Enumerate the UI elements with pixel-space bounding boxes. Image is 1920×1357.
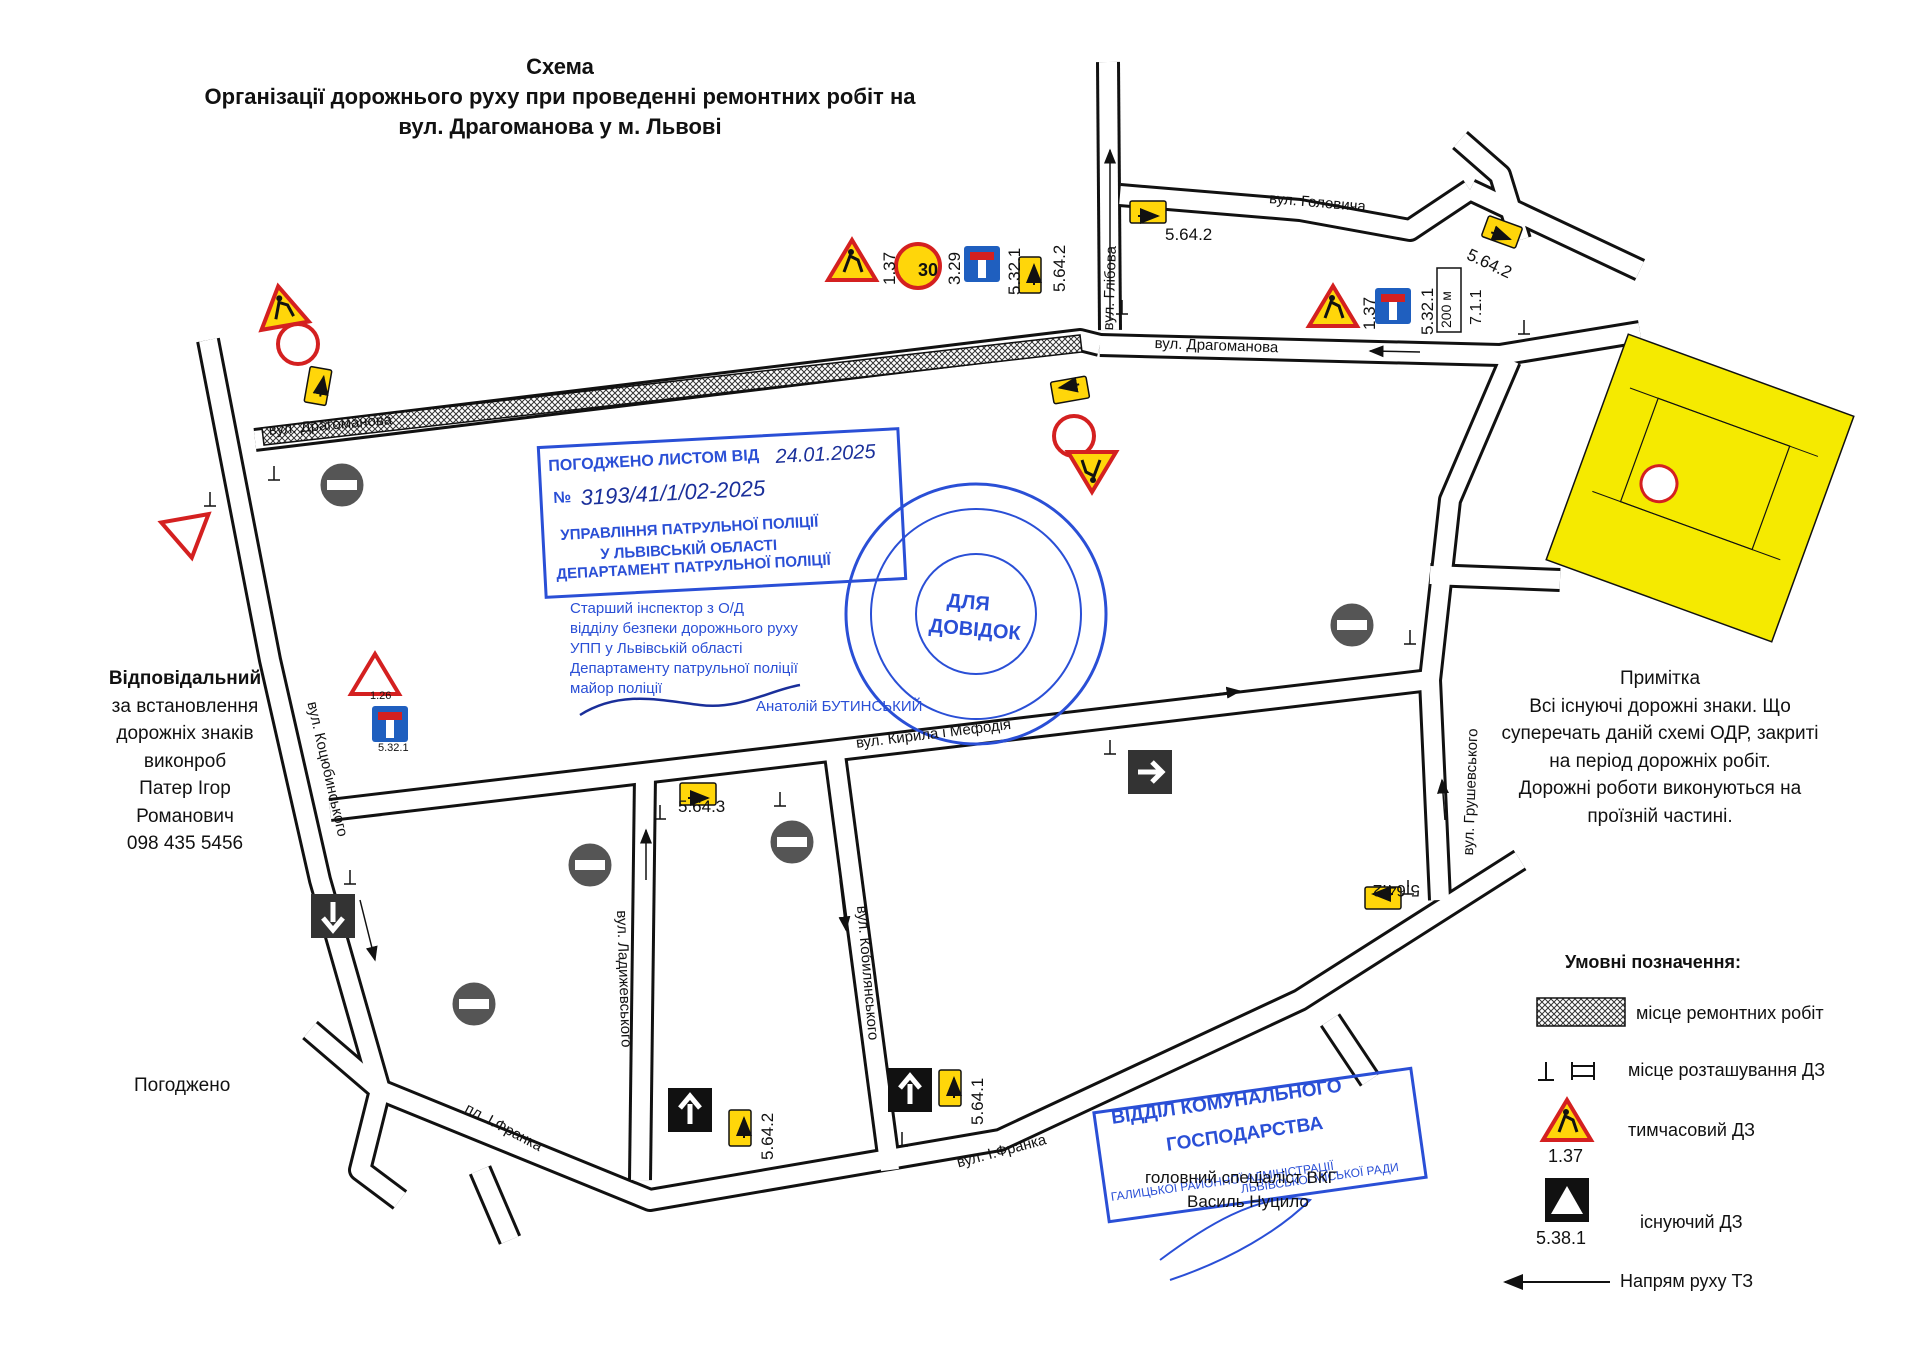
- police-stamp: [536, 427, 1108, 746]
- direction-sign-5-5-c: [888, 1068, 932, 1112]
- signature-communal: [1159, 1197, 1313, 1281]
- stamp-number-prefix: №: [553, 489, 572, 507]
- communal-signer-name: Василь Нуцило: [1187, 1192, 1309, 1211]
- legend-existing-sign-code: 5.38.1: [1536, 1228, 1587, 1248]
- inspector-line-1: Старший інспектор з О/Д: [570, 600, 745, 617]
- speed-limit-sign: [894, 242, 942, 290]
- temp-sign-137-mid: [1066, 450, 1118, 494]
- sign-code-126: 1.26: [370, 690, 392, 702]
- sign-code-5642-hlibova: 5.64.2: [1165, 225, 1213, 244]
- no-entry-sign-5: [449, 979, 499, 1029]
- note-line: Дорожні роботи виконуються на: [1518, 778, 1802, 799]
- no-entry-sign-3: [565, 840, 615, 890]
- inspector-line-3: УПП у Львівській області: [570, 640, 743, 657]
- note-heading: Примітка: [1619, 668, 1701, 689]
- direction-sign-5-5-b: [668, 1088, 712, 1132]
- responsible-line: виконроб: [143, 750, 227, 772]
- sign-code-5321-east: 5.32.1: [1418, 287, 1437, 335]
- obizd-sign-mid: [1050, 376, 1089, 404]
- detour-panel: [1545, 333, 1855, 643]
- sign-code-329: 3.29: [945, 251, 964, 285]
- round-stamp-center-1: ДЛЯ: [946, 590, 991, 616]
- note-block: Примітка Всі існуючі дорожні знаки. Що с…: [1500, 665, 1820, 830]
- legend-temp-sign-code: 1.37: [1548, 1146, 1584, 1166]
- responsible-line: за встановлення: [111, 695, 259, 717]
- obizd-sign-west: [304, 366, 332, 405]
- legend-existing-sign-label: існуючий ДЗ: [1640, 1212, 1743, 1232]
- no-entry-sign-4: [767, 817, 817, 867]
- sign-code-5642-franka: 5.64.2: [758, 1112, 777, 1160]
- obizd-sign-franka-2: [939, 1070, 961, 1106]
- speed-limit-value: 30: [918, 260, 939, 280]
- no-entry-sign-1: [317, 460, 367, 510]
- inspector-line-2: відділу безпеки дорожнього руху: [570, 620, 798, 637]
- sign-code-5641: 5.64.1: [968, 1077, 987, 1125]
- legend-sign-place-label: місце розташування ДЗ: [1628, 1060, 1826, 1080]
- legend-title: Умовні позначення:: [1565, 952, 1742, 972]
- note-line: на період дорожніх робіт.: [1549, 750, 1771, 772]
- repair-zone: [261, 334, 1083, 446]
- sign-code-5642-center: 5.64.2: [1050, 244, 1069, 292]
- responsible-line: дорожніх знаків: [116, 723, 254, 744]
- title-line-2: Організації дорожнього руху при проведен…: [204, 84, 916, 109]
- sign-code-5321-center: 5.32.1: [1005, 247, 1024, 295]
- distance-plate: [1436, 267, 1462, 333]
- direction-sign-5-5-a: [311, 894, 355, 938]
- note-line: Всі існуючі дорожні знаки. Що: [1529, 695, 1791, 717]
- distance-plate-text: 200 м: [1438, 291, 1454, 328]
- inspector-line-4: Департаменту патрульної поліції: [570, 660, 798, 677]
- communal-signer-title: головний спеціаліст ВКГ: [1145, 1168, 1337, 1187]
- sign-code-137-east: 1.37: [1360, 296, 1379, 330]
- sign-code-711: 7.1.1: [1468, 289, 1485, 325]
- agreed-label: Погоджено: [134, 1075, 231, 1096]
- sign-code-5321-west: 5.32.1: [378, 742, 409, 754]
- signature-police: [579, 683, 801, 717]
- dead-end-sign-east: [1375, 288, 1411, 324]
- responsible-phone: 098 435 5456: [126, 833, 244, 854]
- direction-sign-5-3: [1128, 750, 1172, 794]
- legend-repair-label: місце ремонтних робіт: [1636, 1003, 1824, 1023]
- prohibit-sign-west: [276, 322, 320, 366]
- responsible-heading: Відповідальний: [108, 668, 262, 689]
- no-entry-sign-2: [1327, 600, 1377, 650]
- inspector-name: Анатолій БУТИНСЬКИЙ: [756, 698, 923, 715]
- responsible-block: Відповідальний за встановлення дорожніх …: [70, 665, 300, 858]
- inspector-line-5: майор поліції: [570, 680, 663, 697]
- legend-direction-label: Напрям руху ТЗ: [1620, 1271, 1754, 1291]
- responsible-line: Патер Ігор: [139, 778, 231, 799]
- legend-temp-sign-icon: [1541, 1098, 1593, 1142]
- warning-126-sign-2: [347, 650, 403, 696]
- dead-end-sign-center: [964, 246, 1000, 282]
- street-label-hlibova: вул. Глібова: [1100, 245, 1120, 331]
- obizd-sign-franka-1: [729, 1110, 751, 1146]
- title-line-1: Схема: [526, 54, 594, 79]
- temp-sign-137-center: [826, 238, 878, 282]
- warning-126-sign-1: [157, 511, 212, 562]
- legend-repair-swatch: [1536, 997, 1626, 1027]
- road-network: [196, 61, 1646, 1245]
- sign-code-137-center: 1.37: [880, 251, 899, 285]
- responsible-line: Романович: [136, 805, 234, 827]
- direction-arrows: [359, 148, 1449, 962]
- dead-end-sign-west: [372, 706, 408, 742]
- title-line-3: вул. Драгоманова у м. Львові: [398, 114, 722, 139]
- note-line: суперечать даній схемі ОДР, закриті: [1501, 723, 1819, 744]
- scheme-title: Схема Організації дорожнього руху при пр…: [150, 52, 970, 142]
- legend-temp-sign-label: тимчасовий ДЗ: [1628, 1120, 1756, 1140]
- sign-position-markers: [204, 300, 1530, 1147]
- legend-sign-position-icon: [1538, 1062, 1595, 1081]
- temp-sign-137-east: [1307, 284, 1359, 328]
- sign-code-5642-grushevskoho: 5.64.2: [1372, 881, 1420, 900]
- legend-existing-sign-icon: [1545, 1178, 1589, 1222]
- communal-stamp: [1092, 1066, 1428, 1224]
- obizd-sign-hlibova: [1130, 201, 1166, 223]
- sign-code-5643: 5.64.3: [678, 797, 726, 816]
- note-line: проїзній частині.: [1587, 805, 1733, 827]
